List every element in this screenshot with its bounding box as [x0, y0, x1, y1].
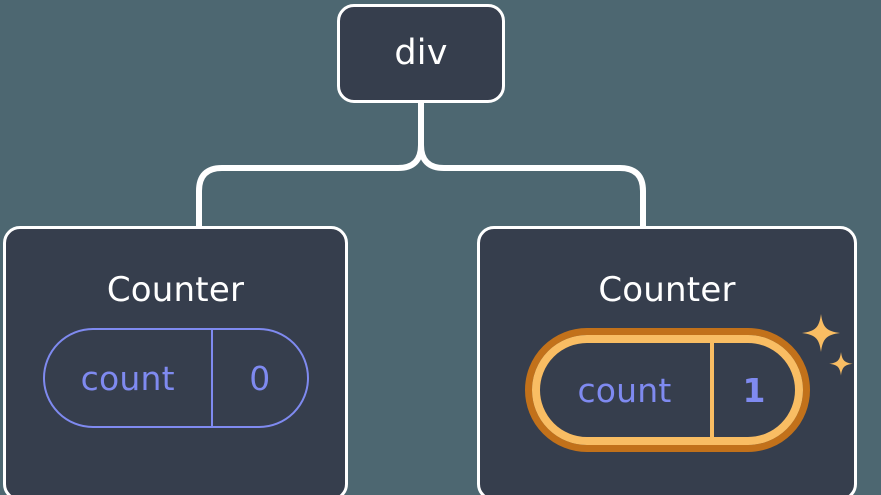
state-pill-count-1-highlighted[interactable]: count 1	[524, 328, 810, 452]
state-key-label: count	[577, 370, 672, 410]
state-pill-left-key-cell: count	[45, 330, 213, 426]
state-pill-left-value-cell: 0	[213, 330, 307, 426]
state-pill-right-wrap: count 1	[480, 328, 854, 452]
state-pill-count-0[interactable]: count 0	[42, 328, 309, 428]
state-pill-right-value-cell: 1	[714, 343, 795, 437]
state-key-label: count	[80, 358, 175, 398]
node-counter-right-title: Counter	[598, 270, 736, 310]
connector-to-right-child	[418, 144, 646, 229]
state-pill-right-inner-ring: count 1	[531, 335, 803, 445]
state-pill-right-key-cell: count	[540, 343, 714, 437]
node-counter-left[interactable]: Counter count 0	[3, 226, 348, 495]
node-counter-left-title: Counter	[106, 270, 245, 310]
node-counter-right[interactable]: Counter count 1	[477, 226, 857, 495]
state-value-label: 1	[742, 370, 766, 410]
connector-to-left-child	[196, 144, 424, 229]
node-div-label: div	[394, 33, 448, 73]
state-pill-left-wrap: count 0	[6, 328, 345, 428]
node-div[interactable]: div	[337, 4, 505, 103]
state-value-label: 0	[249, 358, 271, 398]
